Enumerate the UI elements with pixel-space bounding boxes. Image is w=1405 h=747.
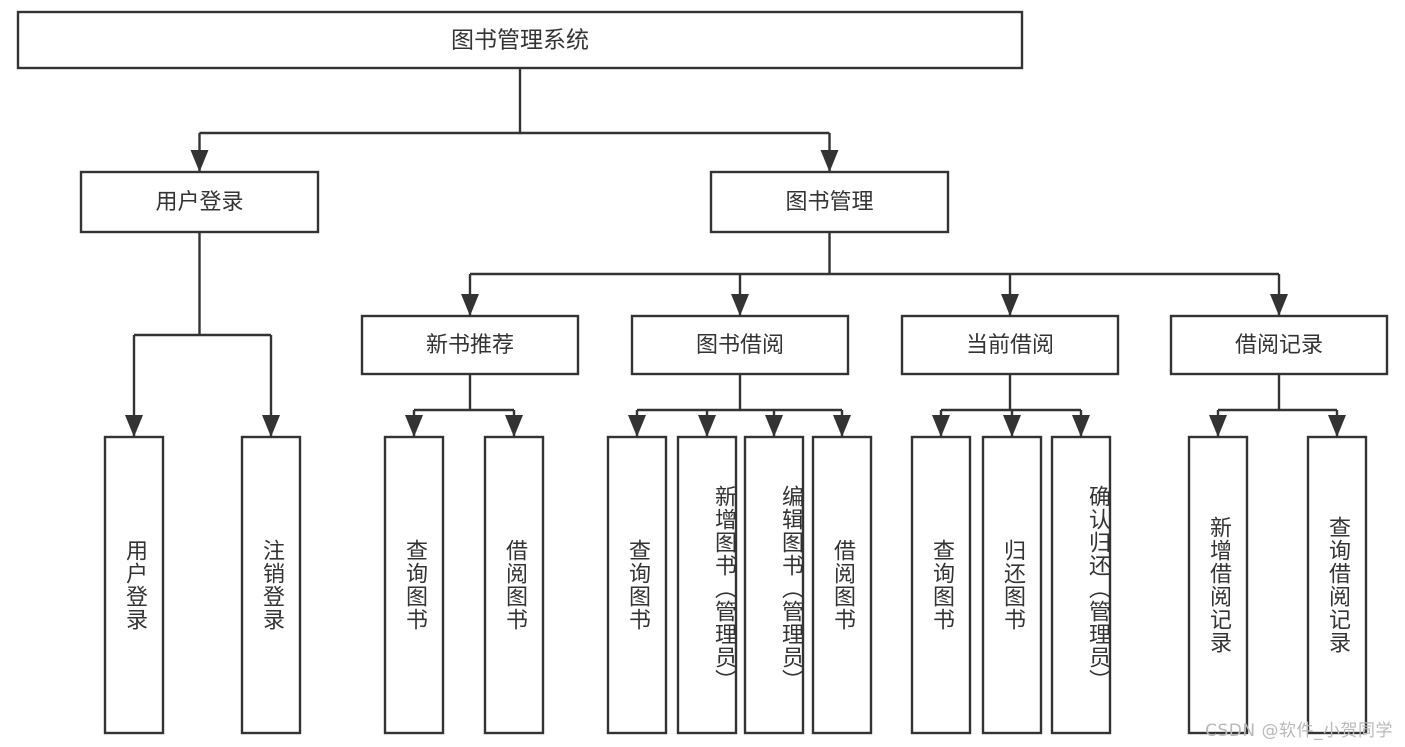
leaf-node-3[interactable] [483, 435, 545, 735]
level3-2-to-leaves-arrow-2 [1072, 415, 1090, 437]
node-label-level2-1: 图书管理 [785, 190, 873, 215]
node-label-level3-2: 当前借阅 [966, 333, 1054, 358]
leaf-node-4[interactable] [606, 435, 668, 735]
leaf-node-5[interactable] [676, 435, 738, 735]
level3-1-to-leaves-arrow-0 [628, 415, 646, 437]
level3-1-to-leaves-arrow-1 [698, 415, 716, 437]
node-level3-2[interactable] [900, 314, 1120, 376]
node-box-layer [16, 10, 1389, 735]
leaf-node-9[interactable] [981, 435, 1043, 735]
node-root-图书管理系统[interactable] [16, 10, 1024, 70]
root-to-level2-arrow-1 [820, 150, 839, 172]
node-label-level3-3: 借阅记录 [1235, 333, 1323, 358]
leaf-node-1[interactable] [240, 435, 302, 735]
node-level2-0[interactable] [79, 170, 320, 234]
userlogin-to-leaves-arrow-1 [262, 415, 280, 437]
userlogin-to-leaves-arrow-0 [125, 415, 143, 437]
leaf-node-6[interactable] [743, 435, 805, 735]
node-level3-0[interactable] [360, 314, 580, 376]
leaf-node-11[interactable] [1187, 435, 1249, 735]
leaf-node-7[interactable] [811, 435, 873, 735]
leaf-node-0[interactable] [103, 435, 165, 735]
leaf-node-10[interactable] [1050, 435, 1112, 735]
level3-3-to-leaves-arrow-1 [1328, 415, 1346, 437]
node-level3-1[interactable] [630, 314, 850, 376]
watermark: CSDN @软件_小贺同学 [1205, 721, 1393, 741]
node-label-level3-1: 图书借阅 [696, 333, 784, 358]
root-to-level2-arrow-0 [190, 150, 209, 172]
node-level3-3[interactable] [1169, 314, 1389, 376]
bookmgmt-to-level3-arrow-1 [731, 294, 749, 316]
level3-1-to-leaves-arrow-3 [833, 415, 851, 437]
level3-1-to-leaves-arrow-2 [765, 415, 783, 437]
node-label-level2-0: 用户登录 [155, 190, 243, 215]
level3-3-to-leaves-arrow-0 [1209, 415, 1227, 437]
level3-2-to-leaves-arrow-0 [932, 415, 950, 437]
bookmgmt-to-level3-arrow-2 [1001, 294, 1019, 316]
leaf-node-8[interactable] [910, 435, 972, 735]
leaf-node-12[interactable] [1306, 435, 1368, 735]
bookmgmt-to-level3-arrow-3 [1270, 294, 1288, 316]
bookmgmt-to-level3-arrow-0 [461, 294, 479, 316]
node-label-root: 图书管理系统 [451, 28, 589, 54]
node-label-level3-0: 新书推荐 [426, 333, 514, 358]
level3-0-to-leaves-arrow-0 [405, 415, 423, 437]
level3-0-to-leaves-arrow-1 [505, 415, 523, 437]
level3-2-to-leaves-arrow-1 [1003, 415, 1021, 437]
node-level2-1[interactable] [709, 170, 950, 234]
leaf-node-2[interactable] [383, 435, 445, 735]
connector-layer [125, 68, 1346, 437]
